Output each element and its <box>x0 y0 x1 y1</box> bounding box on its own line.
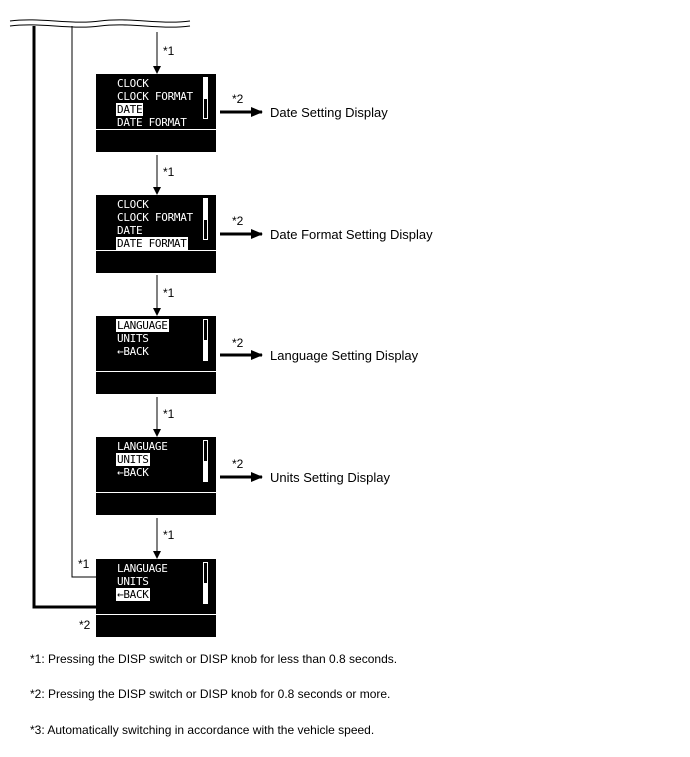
divider <box>96 250 216 251</box>
display-screen: LANGUAGE UNITS ←BACK <box>96 559 216 637</box>
short-press-return-line <box>71 26 96 578</box>
footnote: *2: Pressing the DISP switch or DISP kno… <box>30 687 391 701</box>
continuation-break <box>9 24 191 28</box>
menu-item: UNITS <box>117 332 149 345</box>
menu-item: CLOCK <box>117 198 149 211</box>
menu-item-selected: DATE FORMAT <box>116 237 188 250</box>
menu-item: LANGUAGE <box>117 562 168 575</box>
divider <box>96 614 216 615</box>
short-press-label: *1 <box>163 165 175 179</box>
scrollbar <box>203 77 208 119</box>
long-press-label: *2 <box>232 336 244 350</box>
destination-label: Units Setting Display <box>270 470 390 485</box>
long-press-return-label: *2 <box>79 618 91 632</box>
footnote: *1: Pressing the DISP switch or DISP kno… <box>30 652 398 666</box>
divider <box>96 129 216 130</box>
short-press-return-label: *1 <box>78 557 90 571</box>
destination-label: Date Setting Display <box>270 105 388 120</box>
menu-item: DATE FORMAT <box>117 116 187 129</box>
long-press-label: *2 <box>232 92 244 106</box>
menu-item: UNITS <box>117 575 149 588</box>
menu-item-selected: LANGUAGE <box>116 319 169 332</box>
display-screen: LANGUAGE UNITS ←BACK <box>96 437 216 515</box>
short-press-label: *1 <box>163 286 175 300</box>
short-press-label: *1 <box>163 528 175 542</box>
long-press-label: *2 <box>232 214 244 228</box>
footnote: *3: Automatically switching in accordanc… <box>30 723 375 737</box>
menu-item-selected: DATE <box>116 103 144 116</box>
short-press-label: *1 <box>163 44 175 58</box>
destination-label: Language Setting Display <box>270 348 419 363</box>
short-press-label: *1 <box>163 407 175 421</box>
scrollbar <box>203 319 208 361</box>
menu-item: DATE <box>117 224 143 237</box>
display-screen: LANGUAGE UNITS ←BACK <box>96 316 216 394</box>
menu-item: ←BACK <box>117 466 149 479</box>
menu-item: LANGUAGE <box>117 440 168 453</box>
menu-item: ←BACK <box>117 345 149 358</box>
continuation-break <box>9 19 191 23</box>
scrollbar <box>203 562 208 604</box>
menu-item: CLOCK FORMAT <box>117 211 193 224</box>
menu-item: CLOCK FORMAT <box>117 90 193 103</box>
menu-item-selected: ←BACK <box>116 588 150 601</box>
scrollbar <box>203 440 208 482</box>
menu-item: CLOCK <box>117 77 149 90</box>
display-screen: CLOCK CLOCK FORMAT DATE DATE FORMAT <box>96 74 216 152</box>
divider <box>96 492 216 493</box>
long-press-return-line <box>32 26 96 609</box>
display-screen: CLOCK CLOCK FORMAT DATE DATE FORMAT <box>96 195 216 273</box>
divider <box>96 371 216 372</box>
destination-label: Date Format Setting Display <box>270 227 433 242</box>
menu-item-selected: UNITS <box>116 453 150 466</box>
long-press-label: *2 <box>232 457 244 471</box>
scrollbar <box>203 198 208 240</box>
